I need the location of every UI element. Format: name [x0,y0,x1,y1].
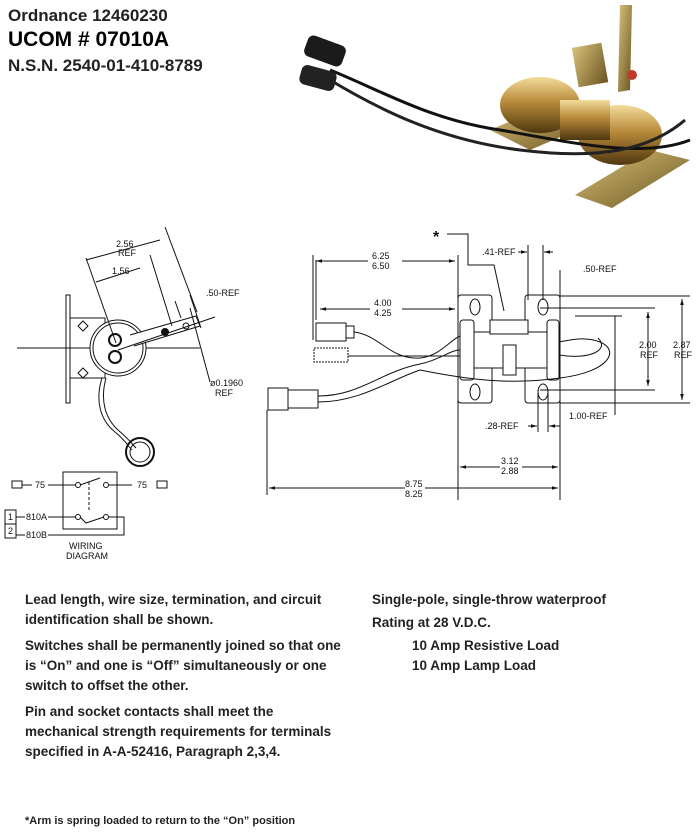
wiring-diagram [4,471,168,539]
dim-lead-short-2: 4.25 [374,308,392,318]
pin-1: 1 [8,512,13,522]
dim-width-2: 2.88 [501,466,519,476]
dim-hole-value: ø0.1960 [210,378,243,388]
dim-41-ref: .41-REF [482,247,516,257]
notes-left: Lead length, wire size, termination, and… [25,590,345,768]
lamp-load: 10 Amp Lamp Load [412,658,537,673]
dim-overall-value: 2.56 [116,239,134,249]
dim-lead-long-1: 6.25 [372,251,390,261]
asterisk-marker: * [433,229,440,246]
dim-pivot: 1.56 [112,266,130,276]
wire-810b: 810B [26,530,47,540]
pin-2: 2 [8,526,13,536]
voltage-rating: Rating at 28 V.D.C. [372,615,491,630]
dim-arm: .50-REF [206,288,240,298]
top-view-drawing [266,233,690,500]
dim-hole-ref: REF [215,388,234,398]
wire-810a: 810A [26,512,47,522]
wiring-caption-1: WIRING [69,541,103,551]
resistive-load: 10 Amp Resistive Load [412,638,560,653]
dim-287-value: 2.87 [673,340,691,350]
dimension-arrows [269,250,684,490]
note-switch-joined: Switches shall be permanently joined so … [25,638,341,693]
wire-75-right: 75 [137,480,147,490]
dim-200-value: 2.00 [639,340,657,350]
dim-28-ref: .28-REF [485,421,519,431]
nsn-number: N.S.N. 2540-01-410-8789 [8,56,203,75]
dim-overall-ref: REF [118,248,137,258]
dim-50-ref: .50-REF [583,264,617,274]
footnote: *Arm is spring loaded to return to the “… [25,815,296,827]
switch-type: Single-pole, single-throw waterproof [372,592,607,607]
side-view-drawing [17,226,216,467]
dim-287-ref: REF [674,350,693,360]
dim-width-1: 3.12 [501,456,519,466]
dim-overall-1: 8.75 [405,479,423,489]
note-lead-length: Lead length, wire size, termination, and… [25,592,322,627]
wire-75-left: 75 [35,480,45,490]
dim-overall-2: 8.25 [405,489,423,499]
product-photo [299,5,691,208]
ordnance-number: Ordnance 12460230 [8,6,168,25]
dim-lead-short-1: 4.00 [374,298,392,308]
notes-right: Single-pole, single-throw waterproof Rat… [372,590,692,676]
wiring-caption-2: DIAGRAM [66,551,108,561]
dim-200-ref: REF [640,350,659,360]
note-contacts: Pin and socket contacts shall meet the m… [25,704,332,759]
dim-100-ref: 1.00-REF [569,411,608,421]
technical-drawings: 2.56 REF 1.56 .50-REF ø0.1960 REF 75 75 … [4,5,693,561]
ucom-number: UCOM # 07010A [8,28,170,51]
dim-lead-long-2: 6.50 [372,261,390,271]
